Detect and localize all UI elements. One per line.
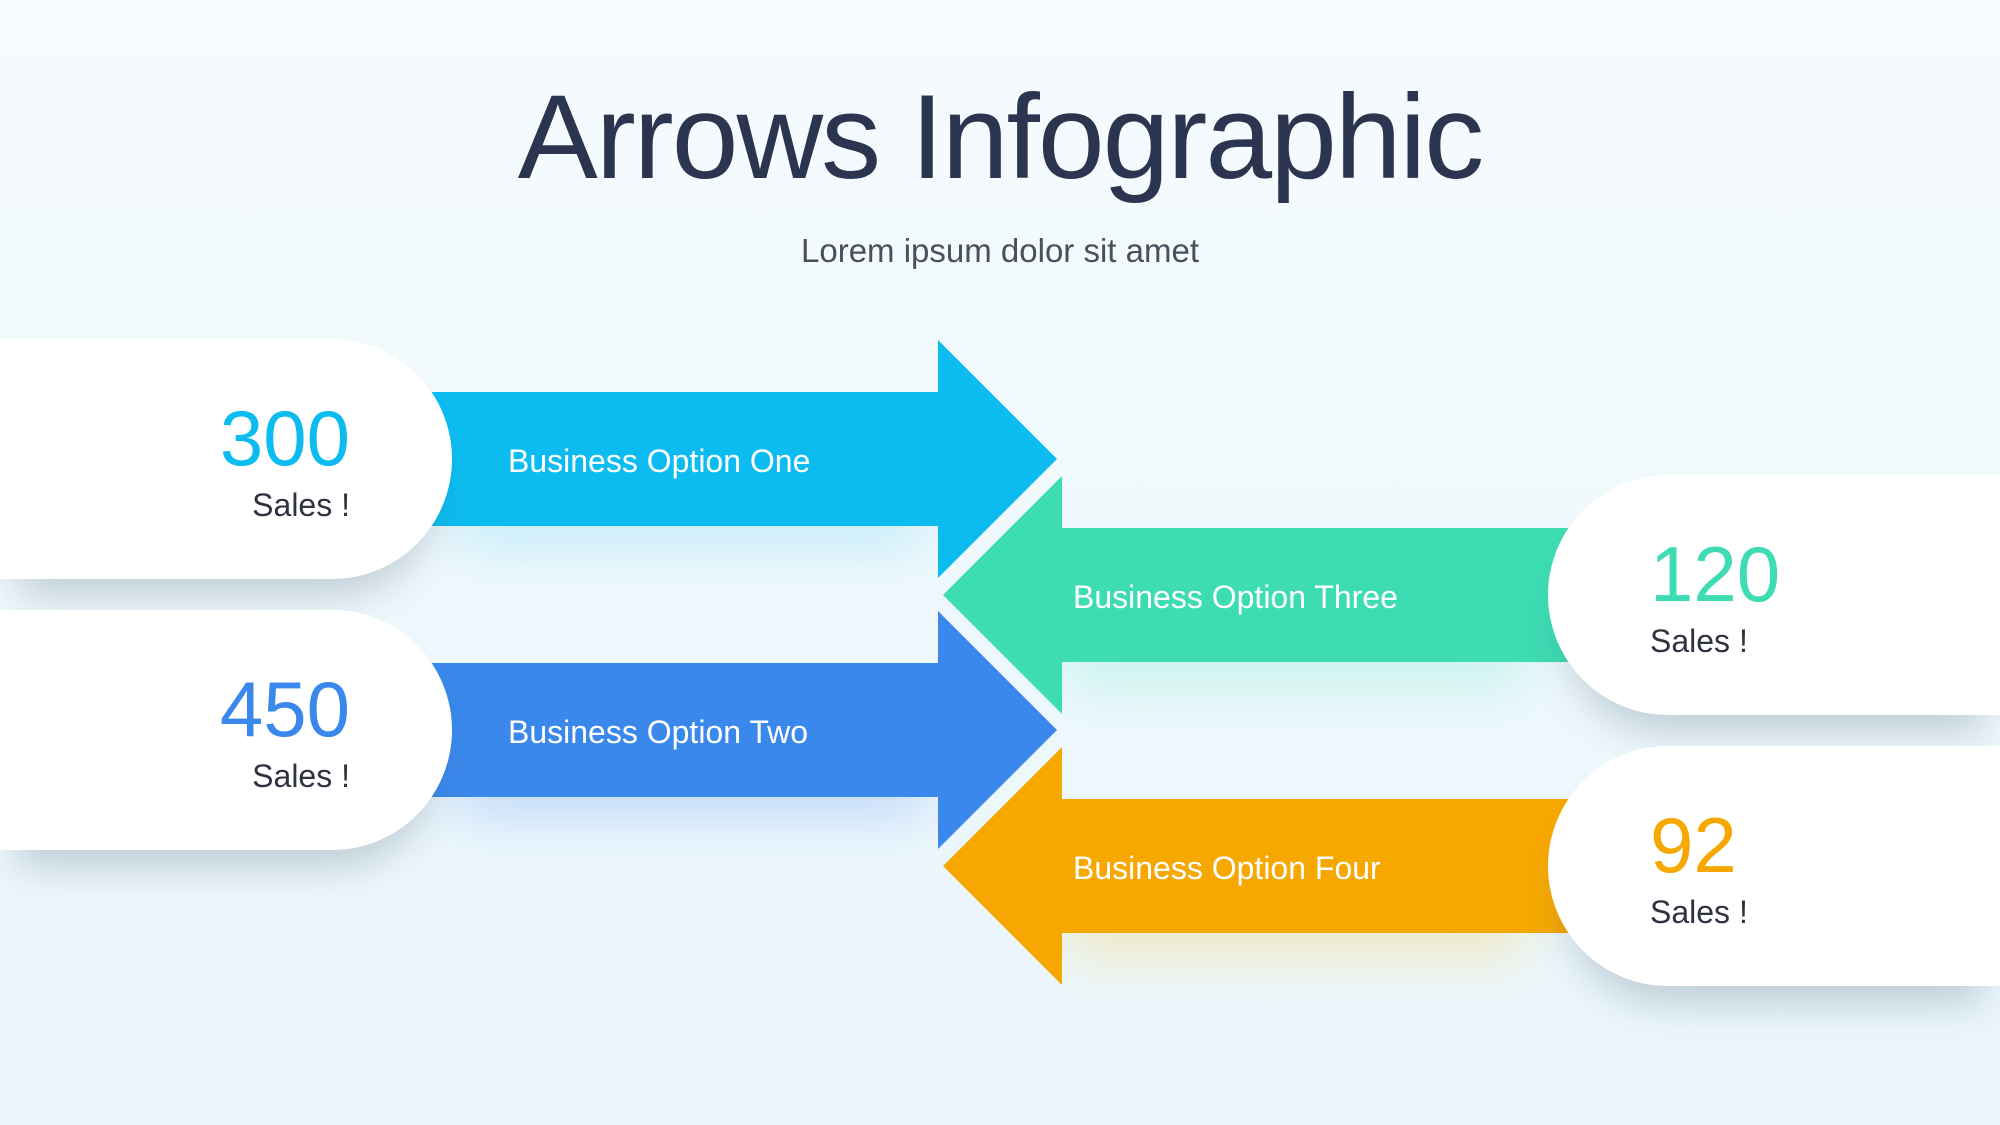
arrow-label-business-option-four: Business Option Four [1073, 850, 1381, 886]
stat-card-option-three: 120 Sales ! [1548, 475, 2000, 715]
arrow-label-business-option-two: Business Option Two [508, 714, 809, 750]
stat-value: 120 [1650, 529, 1781, 618]
page-title: Arrows Infographic [517, 70, 1484, 204]
arrow-business-option-three [943, 476, 1580, 714]
stat-card-option-one: 300 Sales ! [0, 339, 452, 579]
stat-caption: Sales ! [1650, 622, 1748, 659]
arrow-label-business-option-one: Business Option One [508, 443, 811, 479]
stat-value: 450 [219, 664, 350, 753]
arrow-business-option-four [943, 747, 1580, 985]
stat-caption: Sales ! [252, 757, 350, 794]
stat-caption: Sales ! [1650, 893, 1748, 930]
arrow-business-option-two [420, 611, 1057, 849]
stat-card-option-two: 450 Sales ! [0, 610, 452, 850]
stat-value: 300 [219, 393, 350, 482]
page-subtitle: Lorem ipsum dolor sit amet [801, 232, 1199, 269]
stat-caption: Sales ! [252, 486, 350, 523]
stat-card-option-four: 92 Sales ! [1548, 746, 2000, 986]
arrow-business-option-one [420, 340, 1057, 578]
stat-value: 92 [1650, 800, 1737, 889]
arrow-label-business-option-three: Business Option Three [1073, 579, 1398, 615]
